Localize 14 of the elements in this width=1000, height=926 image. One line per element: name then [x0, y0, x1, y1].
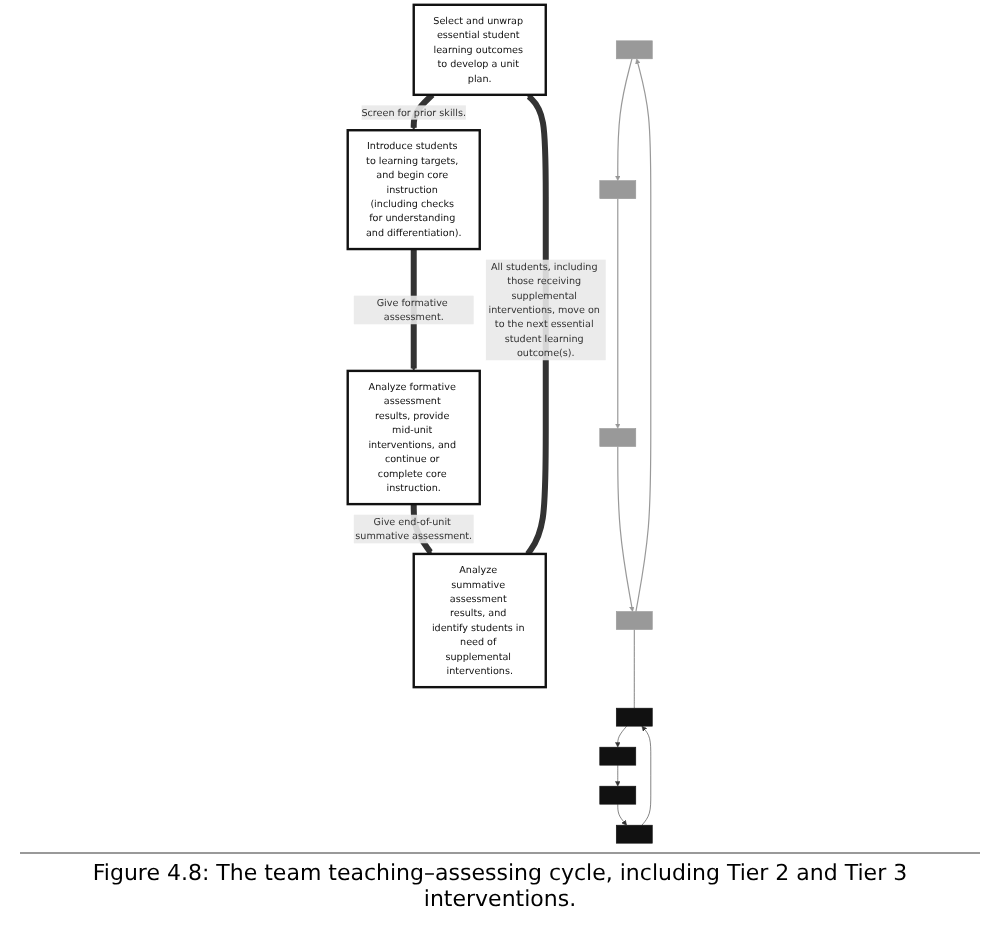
arrow — [615, 58, 633, 181]
arrow — [615, 198, 621, 429]
arrow — [617, 445, 635, 612]
arrow — [635, 58, 652, 613]
node-box — [599, 746, 637, 766]
node-box — [616, 707, 653, 727]
node-box — [599, 180, 637, 199]
node-box — [599, 785, 637, 805]
node-box — [616, 40, 653, 60]
node-box — [616, 611, 653, 630]
node-box — [599, 428, 637, 447]
node-box — [616, 824, 653, 844]
figure-caption: Figure 4.8: The team teaching–assessing cycle, including Tier 2 and Tier 3 interventions. — [20, 852, 980, 918]
connector — [634, 629, 635, 709]
